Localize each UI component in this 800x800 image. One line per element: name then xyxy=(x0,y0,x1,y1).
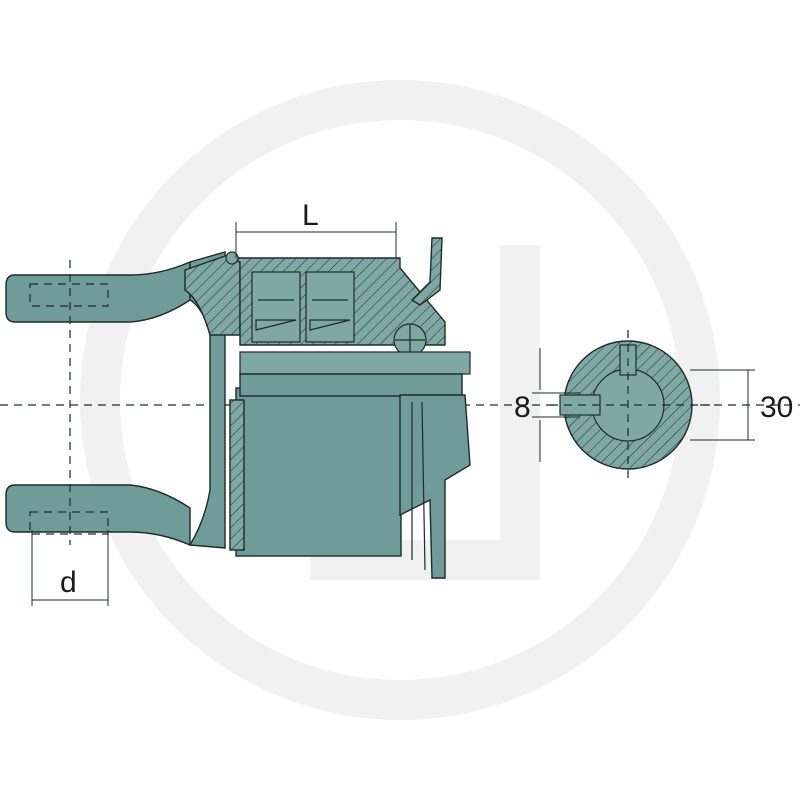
label-diameter: d xyxy=(60,566,77,599)
dimension-lines xyxy=(31,222,755,606)
label-key-width: 8 xyxy=(514,391,531,424)
clutch-housing-icon xyxy=(225,237,471,579)
hub-cross-section-icon xyxy=(550,330,710,480)
label-bore: 30 xyxy=(760,391,793,424)
yoke-fork-icon xyxy=(5,251,241,549)
label-length: L xyxy=(302,199,319,232)
